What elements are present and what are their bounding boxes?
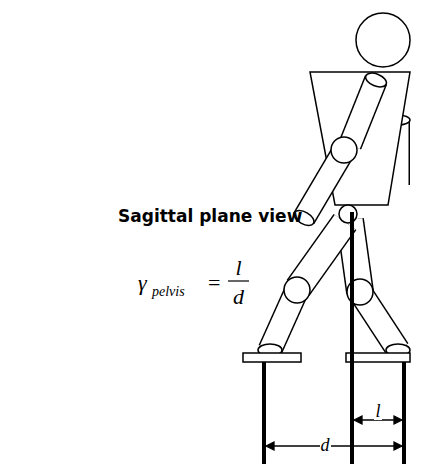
dimension-label: d (320, 436, 331, 454)
dimension-label: l (374, 402, 381, 420)
view-title: Sagittal plane view (118, 208, 302, 225)
equals-sign: = (208, 272, 220, 294)
ratio-symbol: γ (138, 272, 147, 294)
fraction-numerator: l (235, 257, 241, 279)
fraction-denominator: d (233, 286, 244, 308)
ratio-subscript: pelvis (152, 285, 185, 299)
